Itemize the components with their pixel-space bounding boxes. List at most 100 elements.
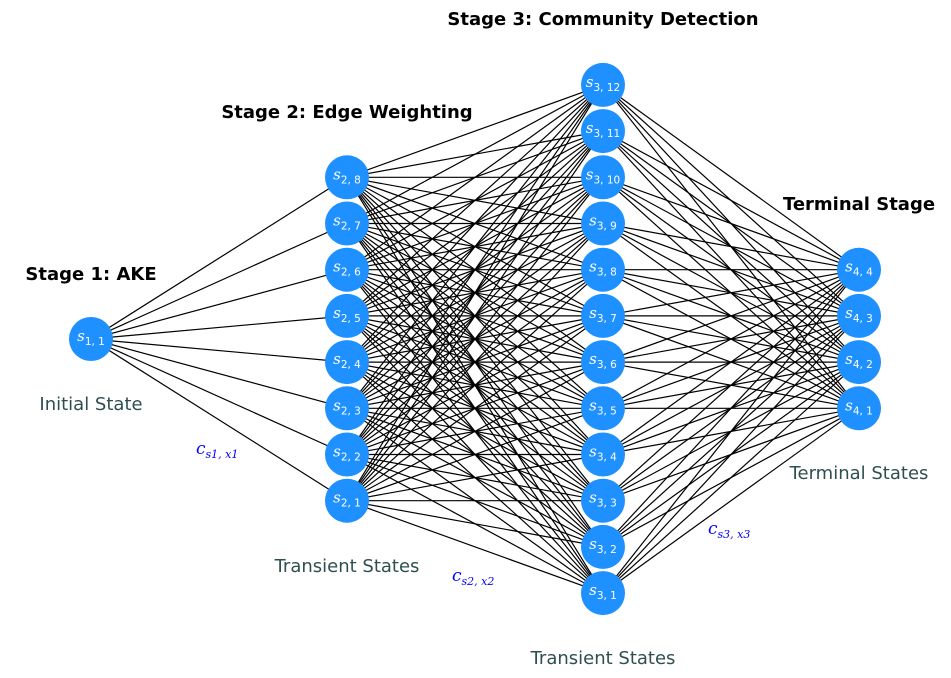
state-node-label: s3, 11 bbox=[586, 119, 620, 140]
state-node-circle bbox=[581, 247, 625, 292]
state-node-circle bbox=[581, 432, 625, 477]
edge-s1-1-to-s2-6 bbox=[90, 269, 348, 340]
stage4-title: Terminal Stage bbox=[783, 194, 935, 215]
state-node-circle bbox=[581, 109, 625, 154]
state-node-circle bbox=[837, 247, 881, 292]
edge-s2-8-to-s3-1 bbox=[346, 176, 604, 594]
edge-s1-1-to-s2-3 bbox=[90, 338, 348, 409]
state-node-s2-2: s2, 2 bbox=[325, 432, 369, 477]
edge-s2-7-to-s3-1 bbox=[346, 223, 604, 594]
edge-s3-12-to-s4-2 bbox=[602, 84, 860, 363]
state-node-label: s2, 3 bbox=[333, 396, 361, 417]
state-node-s4-4: s4, 4 bbox=[837, 247, 881, 292]
edge-s1-1-to-s2-1 bbox=[90, 338, 348, 502]
state-node-circle bbox=[581, 155, 625, 200]
state-node-s1-1: s1, 1 bbox=[69, 317, 113, 361]
edge-s2-8-to-s3-8 bbox=[346, 176, 604, 271]
state-node-circle bbox=[837, 293, 881, 338]
edge-s1-1-to-s2-2 bbox=[90, 338, 348, 456]
edge-s2-2-to-s3-1 bbox=[346, 453, 604, 594]
state-node-circle bbox=[325, 478, 369, 523]
state-node-circle bbox=[581, 478, 625, 523]
state-node-circle bbox=[325, 340, 369, 385]
state-node-s2-5: s2, 5 bbox=[325, 293, 369, 338]
edge-s2-3-to-s3-1 bbox=[346, 407, 604, 594]
state-node-s4-2: s4, 2 bbox=[837, 340, 881, 385]
state-node-label: s3, 7 bbox=[589, 304, 617, 325]
edge-s2-8-to-s3-2 bbox=[346, 176, 604, 548]
edge-s2-6-to-s3-1 bbox=[346, 269, 604, 594]
state-node-s4-3: s4, 3 bbox=[837, 293, 881, 338]
state-node-circle bbox=[325, 386, 369, 431]
state-node-circle bbox=[325, 201, 369, 246]
state-node-s4-1: s4, 1 bbox=[837, 386, 881, 431]
state-node-circle bbox=[69, 317, 113, 361]
edge-s3-11-to-s4-1 bbox=[602, 130, 860, 409]
edge-s2-4-to-s3-1 bbox=[346, 361, 604, 594]
state-node-s3-12: s3, 12 bbox=[581, 62, 625, 107]
edge-s3-10-to-s4-1 bbox=[602, 176, 860, 409]
node-group: s1, 1s2, 1s2, 2s2, 3s2, 4s2, 5s2, 6s2, 7… bbox=[69, 62, 881, 616]
edge-s2-1-to-s3-1 bbox=[346, 500, 604, 594]
edge-s3-8-to-s4-1 bbox=[602, 269, 860, 409]
state-node-s2-8: s2, 8 bbox=[325, 155, 369, 200]
state-node-label: s3, 4 bbox=[589, 443, 617, 464]
cost-label-stage3: cs3, x3 bbox=[708, 519, 750, 541]
state-node-s2-1: s2, 1 bbox=[325, 478, 369, 523]
edge-s3-6-to-s4-1 bbox=[602, 361, 860, 409]
edge-s3-3-to-s4-1 bbox=[602, 407, 860, 502]
cost-label-stage2: cs2, x2 bbox=[452, 566, 494, 588]
state-node-label: s4, 3 bbox=[845, 304, 873, 325]
edge-s2-8-to-s3-5 bbox=[346, 176, 604, 409]
state-node-s3-7: s3, 7 bbox=[581, 293, 625, 338]
state-node-label: s3, 6 bbox=[589, 350, 617, 371]
edge-s2-5-to-s3-1 bbox=[346, 315, 604, 594]
state-node-s2-3: s2, 3 bbox=[325, 386, 369, 431]
state-node-circle bbox=[325, 432, 369, 477]
state-node-s3-3: s3, 3 bbox=[581, 478, 625, 523]
edge-group bbox=[90, 84, 860, 594]
state-node-label: s2, 2 bbox=[333, 443, 361, 464]
state-node-label: s3, 3 bbox=[589, 489, 617, 510]
state-node-s3-5: s3, 5 bbox=[581, 386, 625, 431]
state-node-circle bbox=[581, 293, 625, 338]
state-node-label: s3, 12 bbox=[586, 73, 620, 94]
stage2-title: Stage 2: Edge Weighting bbox=[221, 102, 472, 123]
state-node-circle bbox=[581, 571, 625, 616]
edge-s2-8-to-s3-3 bbox=[346, 176, 604, 502]
edge-s2-8-to-s3-7 bbox=[346, 176, 604, 317]
state-node-label: s3, 9 bbox=[589, 212, 617, 233]
state-node-s2-6: s2, 6 bbox=[325, 247, 369, 292]
edge-s2-8-to-s3-11 bbox=[346, 130, 604, 178]
edge-s3-1-to-s4-1 bbox=[602, 407, 860, 594]
edge-s1-1-to-s2-4 bbox=[90, 338, 348, 363]
edge-s3-7-to-s4-1 bbox=[602, 315, 860, 409]
edge-s2-8-to-s3-9 bbox=[346, 176, 604, 225]
state-node-label: s3, 1 bbox=[589, 581, 617, 602]
edge-s2-8-to-s3-6 bbox=[346, 176, 604, 363]
edge-s1-1-to-s2-7 bbox=[90, 222, 348, 340]
edge-s1-1-to-s2-8 bbox=[90, 176, 348, 340]
state-node-label: s4, 4 bbox=[845, 258, 873, 279]
stage3-title: Stage 3: Community Detection bbox=[447, 9, 758, 30]
cost-label-stage1: cs1, x1 bbox=[196, 439, 238, 461]
state-node-circle bbox=[581, 524, 625, 569]
state-node-label: s2, 6 bbox=[333, 258, 361, 279]
state-node-label: s3, 2 bbox=[589, 535, 617, 556]
edge-s3-12-to-s4-1 bbox=[602, 84, 860, 409]
state-node-circle bbox=[837, 386, 881, 431]
edge-s3-9-to-s4-1 bbox=[602, 223, 860, 409]
state-node-circle bbox=[581, 201, 625, 246]
state-node-circle bbox=[581, 386, 625, 431]
edge-s2-8-to-s3-12 bbox=[346, 84, 604, 178]
stage1-title: Stage 1: AKE bbox=[25, 264, 156, 285]
terminal-states-caption: Terminal States bbox=[789, 463, 929, 484]
state-node-label: s2, 5 bbox=[333, 304, 361, 325]
state-node-label: s2, 1 bbox=[333, 489, 361, 510]
edge-s2-8-to-s3-4 bbox=[346, 176, 604, 455]
edge-s3-12-to-s4-3 bbox=[602, 84, 860, 317]
state-node-s3-8: s3, 8 bbox=[581, 247, 625, 292]
state-node-s3-2: s3, 2 bbox=[581, 524, 625, 569]
state-node-s3-1: s3, 1 bbox=[581, 571, 625, 616]
